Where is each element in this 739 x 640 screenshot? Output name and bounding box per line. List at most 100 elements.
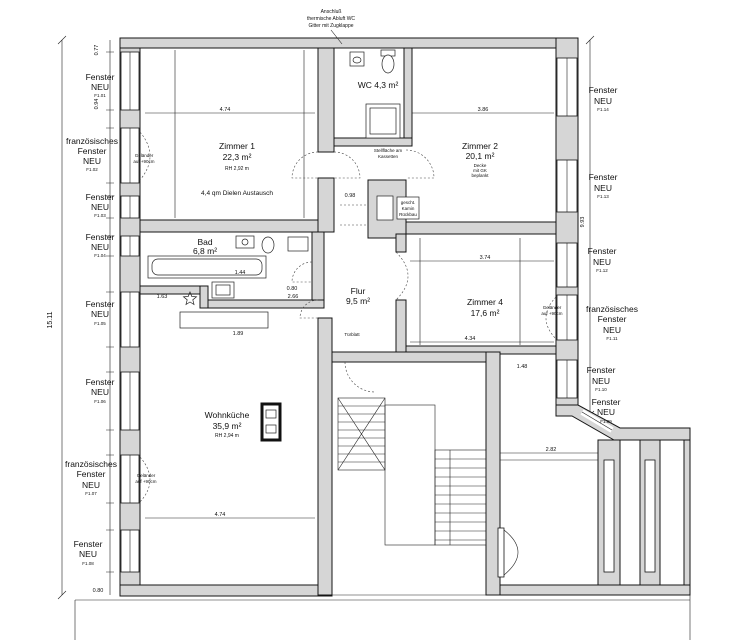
window-label-f1-14-line-2: NEU — [594, 96, 612, 106]
room-bad-area: 6,8 m² — [193, 246, 217, 256]
wc-sink-basin — [352, 56, 362, 64]
railing-note-f1-11-line-2: auf +90cm — [541, 311, 562, 316]
french-door-swings — [139, 131, 557, 503]
window-label-f1-11-line-3: NEU — [603, 325, 621, 335]
note-kamin-line-3: Rückbau — [399, 212, 417, 217]
bad-sink-basin — [241, 238, 249, 246]
window-label-f1-01-id: F1.01 — [94, 93, 106, 98]
chimney-flue — [376, 195, 394, 221]
window-label-f1-10-id: F1.10 — [595, 387, 607, 392]
window-label-f1-10-line-1: Fenster — [587, 365, 616, 375]
room-zimmer2-note-2: mit GK — [473, 168, 487, 173]
dimension-bad-c: 0.80 — [287, 286, 298, 292]
note-kamin-line-2: Kamin — [402, 206, 415, 211]
door-flur-west — [333, 151, 361, 179]
dimension-bad-a: 1.63 — [157, 294, 168, 300]
annex-window-right — [644, 459, 656, 573]
bad-utility-box — [287, 236, 309, 252]
notes: Geländer auf +90cm Geländer auf +90cm Ge… — [133, 148, 562, 484]
window-label-f1-10-line-2: NEU — [592, 376, 610, 386]
bathtub-inner — [151, 258, 263, 276]
window-label-f1-11-line-1: französisches — [586, 304, 638, 314]
dimension-line-window-chain — [106, 40, 114, 595]
room-zimmer1-note: 4,4 qm Dielen Austausch — [201, 190, 273, 197]
room-zimmer1-area: 22,3 m² — [223, 152, 252, 162]
window-label-f1-13-line-1: Fenster — [589, 172, 618, 182]
top-note-line-2: thermische Abluft WC — [307, 16, 355, 22]
dimension-zimmer1-width: 4.74 — [220, 107, 231, 113]
door-wohnkueche — [299, 299, 319, 319]
door-zimmer4 — [395, 251, 409, 301]
wall-wohnkueche-flur — [317, 317, 333, 596]
room-zimmer2-area: 20,1 m² — [466, 151, 495, 161]
wall-stair-top — [331, 351, 501, 363]
window-label-f1-07-line-1: französisches — [65, 459, 117, 469]
window-label-f1-11-line-2: Fenster — [598, 314, 627, 324]
room-flur-area: 9,5 m² — [346, 296, 370, 306]
window-label-f1-06-id: F1.06 — [94, 399, 106, 404]
dimension-wohnkueche-width: 4.74 — [215, 512, 226, 518]
window-label-f1-08-line-2: NEU — [79, 549, 97, 559]
dimension-bay: 2.82 — [546, 447, 557, 453]
fixtures — [147, 49, 420, 442]
wall-annex-right — [683, 439, 691, 591]
window-label-f1-09-id: F1.09 — [600, 419, 612, 424]
window-label-f1-02-line-1: französisches — [66, 136, 118, 146]
window-label-f1-06-line-2: NEU — [91, 387, 109, 397]
room-zimmer2-note-1: Decke — [474, 163, 487, 168]
room-flur-name: Flur — [351, 286, 366, 296]
room-zimmer4-area: 17,6 m² — [471, 308, 500, 318]
dimension-flur-a: 0.98 — [345, 193, 356, 199]
dimension-top-left-b: 0.94 — [94, 99, 100, 110]
window-label-f1-03-id: F1.03 — [94, 213, 106, 218]
window-label-f1-07-line-3: NEU — [82, 480, 100, 490]
dimension-kueche-a: 1.89 — [233, 331, 244, 337]
room-zimmer1-name: Zimmer 1 — [219, 141, 255, 151]
dimension-labels: 15.11 9.93 4.74 3.86 4.74 0.77 0.94 0.98… — [47, 45, 586, 594]
dimension-bad-b: 2.66 — [288, 294, 299, 300]
window-label-f1-09-line-2: NEU — [597, 407, 615, 417]
wall-bottom-left — [119, 584, 333, 597]
stair-treads-right — [435, 450, 486, 545]
railing-note-f1-02-line-2: auf +90cm — [133, 159, 154, 164]
top-note-leader — [330, 29, 343, 45]
door-swings — [291, 149, 435, 393]
wall-bad-flur — [311, 231, 325, 301]
window-f1-09-glass — [581, 411, 613, 431]
window-label-f1-02-id: F1.02 — [86, 167, 98, 172]
window-label-f1-05-id: F1.05 — [94, 321, 106, 326]
exterior-wall-top — [119, 37, 579, 49]
window-label-f1-05-line-1: Fenster — [86, 299, 115, 309]
wall-zimmer1-bad — [139, 219, 319, 233]
window-label-f1-12-id: F1.12 — [596, 268, 608, 273]
dimension-zimmer4-side: 1.48 — [517, 364, 528, 370]
room-wohnkueche-area: 35,9 m² — [213, 421, 242, 431]
annex-window-left — [603, 459, 615, 573]
dimension-bad-tub: 1.44 — [235, 270, 246, 276]
door-bad — [291, 261, 313, 283]
window-label-f1-11-id: F1.11 — [606, 336, 618, 341]
window-label-f1-13-id: F1.13 — [597, 194, 609, 199]
railing-note-f1-07-line-1: Geländer — [137, 473, 156, 478]
wc-shower-tray — [369, 107, 397, 135]
window-label-f1-02-line-2: Fenster — [78, 146, 107, 156]
railing-note-f1-02-line-1: Geländer — [135, 153, 154, 158]
wall-zimmer2-zimmer4 — [405, 221, 557, 235]
wall-wc-bottom — [333, 137, 413, 147]
stair-flight-right — [434, 449, 487, 546]
room-zimmer2-note-3: beplankt — [471, 173, 489, 178]
wohnkueche-stove-part-2 — [265, 424, 277, 434]
stair-treads-left — [337, 397, 386, 471]
wall-wc-right — [403, 47, 413, 141]
wall-zimmer1-flur-lower — [317, 177, 335, 233]
window-label-f1-08-line-1: Fenster — [74, 539, 103, 549]
door-zimmer2 — [405, 149, 435, 179]
top-note: Anschluß thermische Abluft WC Gitter mit… — [307, 9, 355, 45]
kitchen-counter — [179, 311, 269, 329]
window-label-f1-07-line-2: Fenster — [77, 469, 106, 479]
dimension-zimmer4-bottom: 4.34 — [465, 336, 476, 342]
top-note-line-3: Gitter mit Zugklappe — [308, 23, 353, 29]
annex — [497, 459, 656, 578]
wall-annex-bottom — [499, 584, 691, 596]
wall-flur-zimmer4-lower — [395, 299, 407, 353]
